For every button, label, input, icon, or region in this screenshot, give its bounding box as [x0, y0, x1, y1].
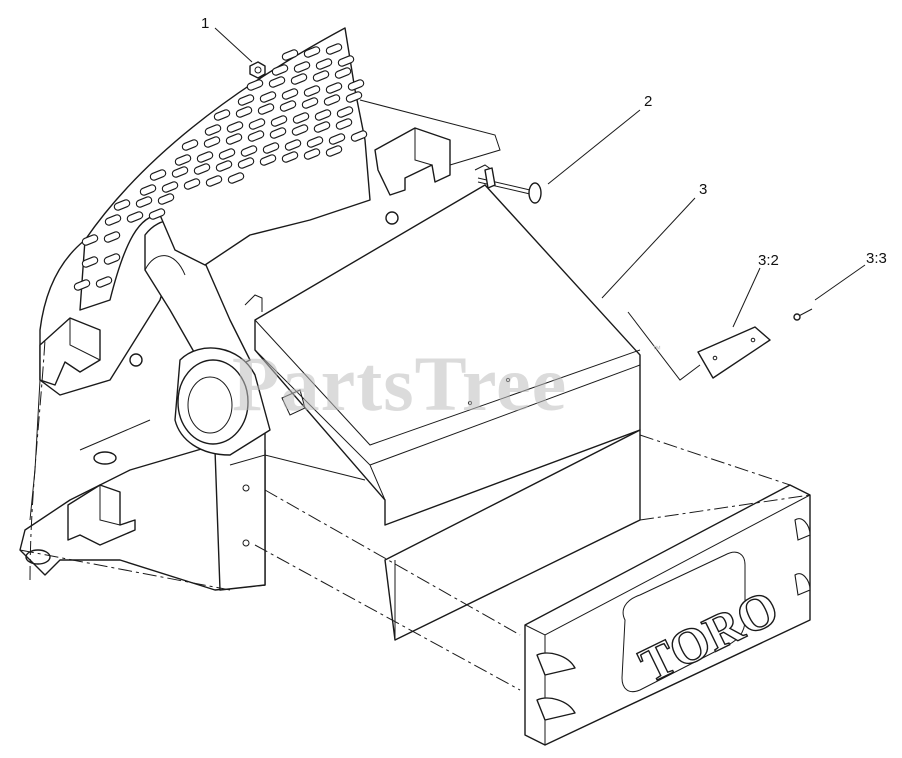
- grille-slot: [323, 94, 341, 106]
- hood-cover: [229, 184, 641, 526]
- grille-slot: [279, 100, 297, 112]
- machine-frame: [19, 174, 399, 591]
- grille-slot: [126, 211, 144, 223]
- grille-slot: [303, 148, 321, 160]
- grille-slot: [347, 79, 365, 91]
- grille-slot: [325, 82, 343, 94]
- grille-slot: [225, 133, 243, 145]
- grille-slot: [196, 151, 214, 163]
- grille-slot: [139, 184, 157, 196]
- grille-slot: [270, 115, 288, 127]
- grille-slot: [183, 178, 201, 190]
- grille-slot: [303, 46, 321, 58]
- grille-slot: [215, 160, 233, 172]
- grille-slot: [269, 127, 287, 139]
- grille-slot: [334, 67, 352, 79]
- grille-slot: [328, 133, 346, 145]
- grille-slot: [271, 64, 289, 76]
- grille-slot: [171, 166, 189, 178]
- grille-slot: [301, 97, 319, 109]
- grille-slot: [237, 157, 255, 169]
- grille-slot: [281, 49, 299, 61]
- grille-screen: [73, 27, 371, 311]
- grille-slot: [262, 142, 280, 154]
- grille-slot: [303, 85, 321, 97]
- decal-plate: [697, 326, 771, 379]
- grille-slot: [205, 175, 223, 187]
- callout-2: 2: [644, 93, 652, 110]
- grille-slot: [259, 91, 277, 103]
- grille-slot: [81, 256, 99, 268]
- grille-slot: [313, 121, 331, 133]
- grille-slot: [161, 181, 179, 193]
- grille-slot: [259, 154, 277, 166]
- grille-slot: [312, 70, 330, 82]
- leader-lines: [214, 27, 866, 381]
- bolt-part: [477, 167, 542, 204]
- grille-slot: [227, 172, 245, 184]
- callout-labels: 1 2 3 3:2 3:3: [201, 15, 887, 269]
- grille-slot: [235, 106, 253, 118]
- grille-slot: [345, 91, 363, 103]
- grille-slot: [157, 193, 175, 205]
- grille-slot: [246, 79, 264, 91]
- grille-slot: [248, 118, 266, 130]
- grille-slot: [314, 109, 332, 121]
- grille-slot: [181, 139, 199, 151]
- callout-3: 3: [699, 181, 707, 198]
- grille-slot: [281, 151, 299, 163]
- grille-slot: [226, 121, 244, 133]
- grille-slot: [113, 199, 131, 211]
- grille-slot: [174, 154, 192, 166]
- grille-slot: [103, 231, 121, 243]
- grille-slot: [148, 208, 166, 220]
- callout-1: 1: [201, 15, 209, 32]
- grille-slot: [237, 94, 255, 106]
- grille-slot: [218, 148, 236, 160]
- grille-slot: [292, 112, 310, 124]
- grille-slot: [293, 61, 311, 73]
- grille-slot: [135, 196, 153, 208]
- grille-slot: [350, 130, 368, 142]
- front-weight: TORO: [524, 484, 811, 746]
- grille-slot: [81, 234, 99, 246]
- grille-slot: [337, 55, 355, 67]
- hardware: [249, 61, 813, 379]
- grille-slot: [336, 106, 354, 118]
- grille-slot: [290, 73, 308, 85]
- grille-slot: [203, 136, 221, 148]
- grille-slot: [247, 130, 265, 142]
- nut-part: [249, 61, 266, 79]
- callout-3-2: 3:2: [758, 252, 779, 269]
- grille-slot: [103, 253, 121, 265]
- grille-slot: [213, 109, 231, 121]
- grille-slot: [193, 163, 211, 175]
- watermark-trademark: ™: [652, 344, 661, 354]
- watermark: PartsTree ™: [232, 340, 661, 427]
- grille-slot: [149, 169, 167, 181]
- grille-slot: [335, 118, 353, 130]
- grille-slot: [104, 214, 122, 226]
- grille-slot: [306, 136, 324, 148]
- grille-slot: [73, 279, 91, 291]
- assembly-lines: [19, 339, 811, 691]
- grille-slot: [257, 103, 275, 115]
- grille-slot: [240, 145, 258, 157]
- grille-slot: [204, 124, 222, 136]
- grille-slot: [315, 58, 333, 70]
- callout-3-3: 3:3: [866, 250, 887, 267]
- screw-part: [793, 308, 813, 321]
- grille-slot: [325, 43, 343, 55]
- grille-slot: [95, 276, 113, 288]
- top-brackets: [244, 99, 501, 312]
- grille-slot: [268, 76, 286, 88]
- grille-slot: [284, 139, 302, 151]
- grille-slot: [325, 145, 343, 157]
- watermark-text: PartsTree: [232, 340, 567, 427]
- grille-slot: [281, 88, 299, 100]
- grille-slot: [291, 124, 309, 136]
